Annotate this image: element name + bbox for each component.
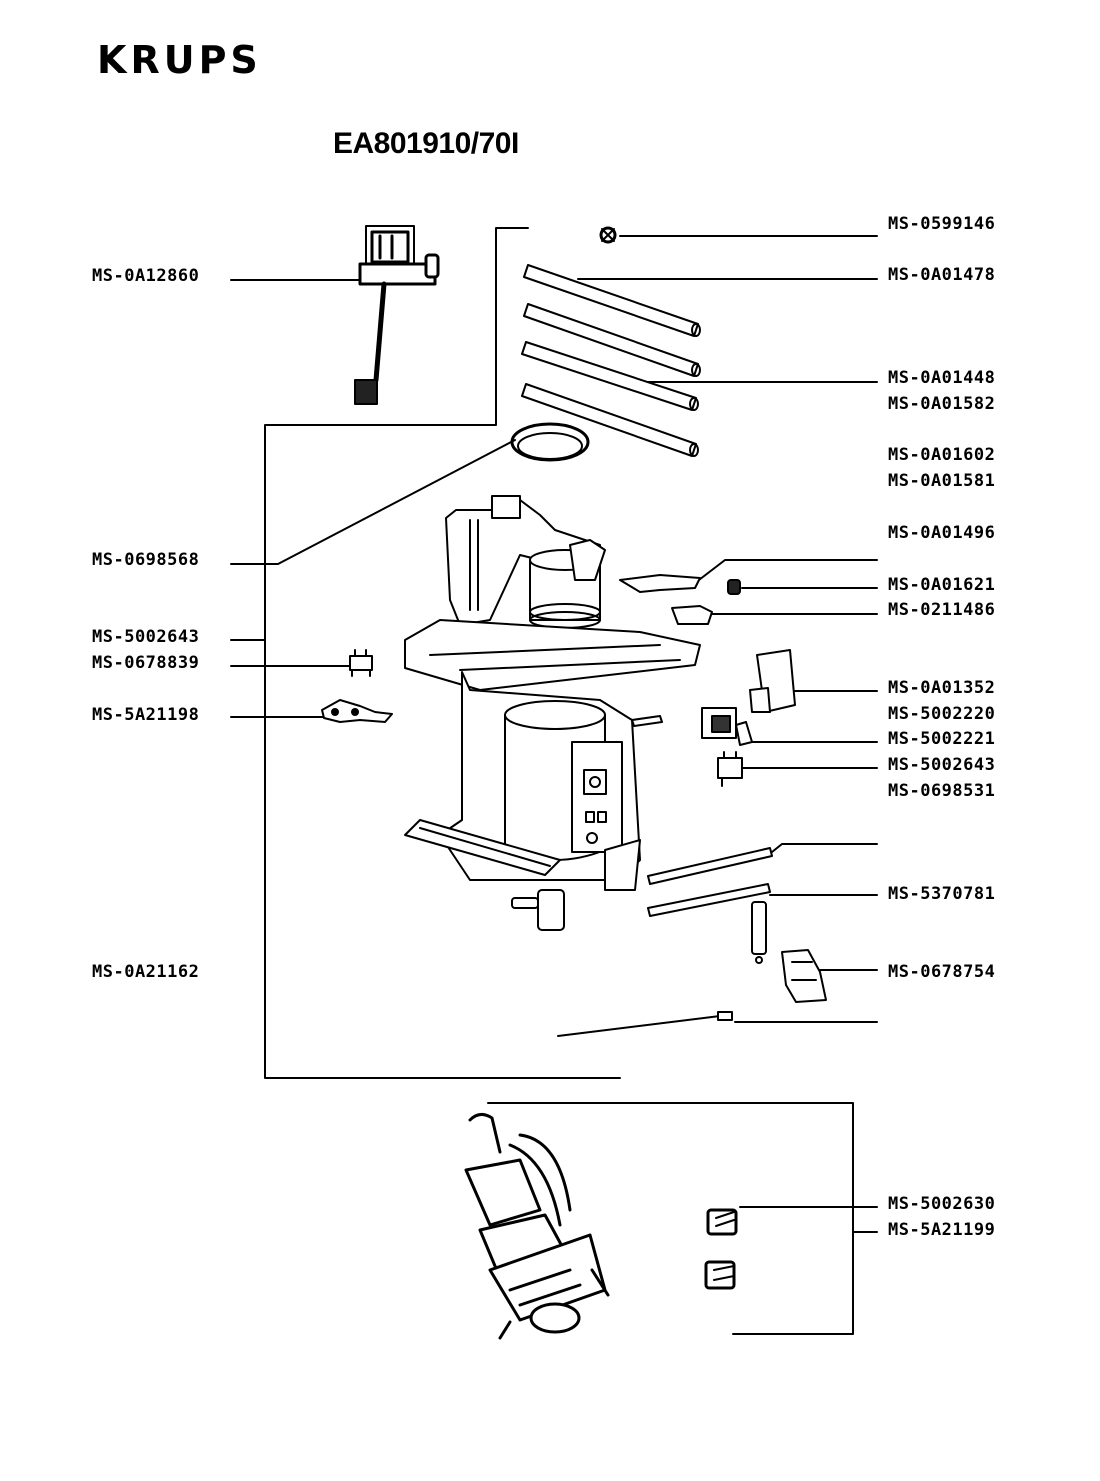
part-label-ms-0a01352[interactable]: MS-0A01352 [888, 678, 996, 698]
part-label-ms-0a01621[interactable]: MS-0A01621 [888, 575, 996, 595]
part-label-ms-0a01582[interactable]: MS-0A01582 [888, 394, 996, 414]
bracket-line [487, 1102, 854, 1335]
part-label-ms-5002221[interactable]: MS-5002221 [888, 729, 996, 749]
part-main-assembly [404, 495, 701, 931]
part-label-ms-0a01602[interactable]: MS-0A01602 [888, 445, 996, 465]
part-label-ms-0678839[interactable]: MS-0678839 [92, 653, 200, 673]
part-connector [751, 901, 767, 964]
leader-lines-left [230, 279, 516, 718]
part-label-ms-0a21162[interactable]: MS-0A21162 [92, 962, 200, 982]
part-bracket-0678754 [781, 949, 827, 1003]
part-label-ms-0a01581[interactable]: MS-0A01581 [888, 471, 996, 491]
part-microswitch-left [349, 649, 373, 677]
part-clip-5a21199 [704, 1260, 736, 1290]
part-label-ms-5002643-right[interactable]: MS-5002643 [888, 755, 996, 775]
part-label-ms-5370781[interactable]: MS-5370781 [888, 884, 996, 904]
tube [523, 264, 701, 337]
tube [521, 383, 699, 457]
brand-logo: KRUPS [97, 38, 262, 82]
part-label-ms-0a12860[interactable]: MS-0A12860 [92, 266, 200, 286]
leader-line [771, 843, 878, 853]
part-rods [647, 847, 773, 917]
group-bracket-bottom [487, 1102, 878, 1335]
part-label-ms-0a01448[interactable]: MS-0A01448 [888, 368, 996, 388]
part-probe-wire [557, 1011, 733, 1037]
part-float-sensor [354, 225, 440, 405]
part-tubes [521, 264, 701, 457]
part-microswitch-right [717, 751, 743, 787]
part-sensor-5a21198 [321, 699, 393, 723]
part-label-ms-0698568[interactable]: MS-0698568 [92, 550, 200, 570]
part-label-ms-0211486[interactable]: MS-0211486 [888, 600, 996, 620]
part-label-ms-0678754[interactable]: MS-0678754 [888, 962, 996, 982]
part-spring-0a01621 [727, 579, 741, 595]
leader-line [277, 439, 516, 565]
part-label-ms-0599146[interactable]: MS-0599146 [888, 214, 996, 234]
part-clip [599, 226, 617, 244]
part-label-ms-5002220[interactable]: MS-5002220 [888, 704, 996, 724]
group-bracket-main [264, 227, 621, 1079]
tube [521, 341, 699, 411]
bracket-line [264, 227, 621, 1079]
part-lever-0a01496 [619, 574, 701, 593]
part-label-ms-5002643-left[interactable]: MS-5002643 [92, 627, 200, 647]
part-clip-5002630 [706, 1208, 738, 1236]
part-label-ms-0698531[interactable]: MS-0698531 [888, 781, 996, 801]
part-label-ms-0a01478[interactable]: MS-0A01478 [888, 265, 996, 285]
part-label-ms-5a21199[interactable]: MS-5A21199 [888, 1220, 996, 1240]
part-valve-assembly [464, 1113, 610, 1340]
part-label-ms-5002630[interactable]: MS-5002630 [888, 1194, 996, 1214]
tube [523, 303, 701, 377]
part-label-ms-0a01496[interactable]: MS-0A01496 [888, 523, 996, 543]
leader-lines-right [577, 235, 878, 1023]
part-knob-0a01352 [749, 649, 796, 713]
model-number: EA801910/70I [333, 127, 519, 160]
leader-line [694, 559, 878, 584]
part-block-0211486 [671, 605, 713, 625]
part-label-ms-5a21198[interactable]: MS-5A21198 [92, 705, 200, 725]
part-o-ring [510, 422, 590, 462]
part-switch-5002221 [701, 707, 753, 746]
